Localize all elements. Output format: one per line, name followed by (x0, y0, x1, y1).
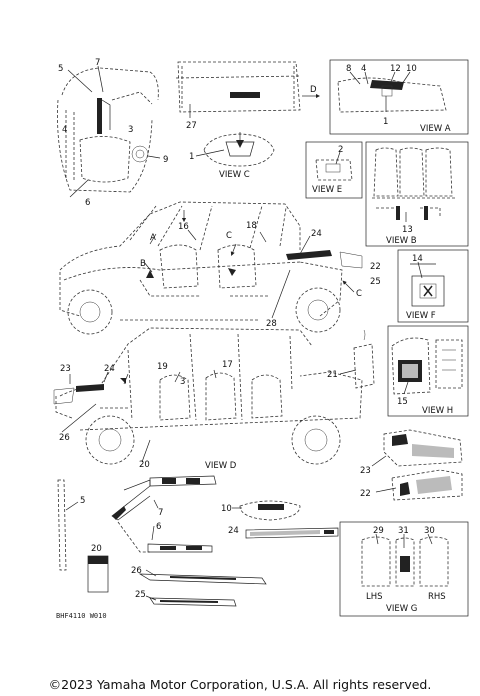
part-label-23-decal: 23 (360, 466, 371, 476)
part-21-panel (339, 329, 375, 389)
part-label-6-decal: 6 (156, 522, 161, 532)
front-view-illustration (57, 65, 161, 198)
decal-20-can (87, 555, 109, 593)
view-h-illustration (391, 337, 463, 395)
arrow-label-d: D (310, 85, 317, 95)
part-label-22: 22 (370, 262, 381, 272)
view-g-illustration (361, 533, 449, 587)
arrow-label-a: A (150, 233, 156, 243)
part-label-31: 31 (398, 526, 409, 536)
vehicle-side-view-lower (53, 327, 363, 465)
part-label-26-decal: 26 (131, 566, 142, 576)
part-label-4b: 4 (361, 64, 366, 74)
drawing-code: BHF4110 W010 (56, 612, 107, 620)
part-label-16: 16 (178, 222, 189, 232)
part-label-28: 28 (266, 319, 277, 329)
part-label-24-d: 24 (104, 364, 115, 374)
rhs-label: RHS (428, 592, 446, 602)
view-a-illustration (337, 71, 447, 113)
vehicle-side-view-upper (59, 201, 363, 335)
view-e-frame (305, 141, 363, 199)
part-label-3-d: 3 (180, 377, 185, 387)
part-label-14: 14 (412, 254, 423, 264)
view-b-title: VIEW B (386, 236, 417, 246)
part-label-9: 9 (163, 155, 168, 165)
part-label-5-decal: 5 (80, 496, 85, 506)
part-label-3: 3 (128, 125, 133, 135)
lhs-label: LHS (366, 592, 383, 602)
part-label-6: 6 (85, 198, 90, 208)
part-label-8: 8 (346, 64, 351, 74)
part-label-30: 30 (424, 526, 435, 536)
part-label-18: 18 (246, 221, 257, 231)
part-label-10: 10 (406, 64, 417, 74)
part-label-25-decal: 25 (135, 590, 146, 600)
view-e-illustration (315, 151, 353, 181)
part-label-24: 24 (311, 229, 322, 239)
view-a-title: VIEW A (420, 124, 451, 134)
part-label-27: 27 (186, 121, 197, 131)
part-label-29: 29 (373, 526, 384, 536)
part-label-1-view-c: 1 (189, 152, 194, 162)
part-label-20: 20 (139, 460, 150, 470)
decal-26-strip (138, 569, 267, 585)
part-label-1: 1 (383, 117, 388, 127)
view-b-frame (365, 141, 469, 247)
part-label-17: 17 (222, 360, 233, 370)
part-label-23: 23 (60, 364, 71, 374)
view-f-title: VIEW F (406, 311, 436, 321)
svg-text:YAMAHA: YAMAHA (231, 91, 257, 99)
part-label-20-decal: 20 (91, 544, 102, 554)
view-h-frame (387, 325, 469, 417)
decal-10-emblem (232, 500, 301, 521)
decal-exploded-diagram: 5 7 4 3 9 6 YAMAHA 27 D 8 4 12 10 1 VIEW… (53, 58, 469, 620)
copyright-notice: ©2023 Yamaha Motor Corporation, U.S.A. A… (48, 677, 432, 692)
view-f-illustration (410, 261, 445, 307)
part-label-7: 7 (95, 58, 100, 68)
view-c-title: VIEW C (219, 170, 250, 180)
view-g-frame (339, 521, 469, 617)
part-label-2: 2 (338, 145, 343, 155)
part-label-24-decal: 24 (228, 526, 239, 536)
view-g-title: VIEW G (386, 604, 417, 614)
part-label-10-decal: 10 (221, 504, 232, 514)
decal-22 (375, 469, 463, 501)
view-f-frame (397, 249, 469, 323)
part-label-7-decal: 7 (158, 508, 163, 518)
tailgate-illustration: YAMAHA (175, 61, 321, 118)
view-a-frame (329, 59, 469, 135)
decal-25-strip (145, 595, 237, 607)
part-label-22-decal: 22 (360, 489, 371, 499)
arrow-label-c-right: C (356, 289, 362, 299)
arrow-label-c: C (226, 231, 232, 241)
view-d-title: VIEW D (205, 461, 237, 471)
decal-23 (371, 429, 463, 467)
part-label-5: 5 (58, 64, 63, 74)
part-label-25: 25 (370, 277, 381, 287)
part-label-15: 15 (397, 397, 408, 407)
part-label-4: 4 (62, 125, 67, 135)
part-label-13: 13 (402, 225, 413, 235)
part-label-21: 21 (327, 370, 338, 380)
decal-5-strip (57, 479, 79, 571)
view-e-title: VIEW E (312, 185, 342, 195)
part-label-26: 26 (59, 433, 70, 443)
view-h-title: VIEW H (422, 406, 453, 416)
decal-7-6-stripes (111, 475, 217, 553)
part-label-19: 19 (157, 362, 168, 372)
view-c-illustration (195, 132, 275, 167)
arrow-label-b: B (140, 259, 146, 269)
decal-24-bar (245, 527, 339, 539)
view-b-illustration (372, 147, 456, 222)
part-label-12: 12 (390, 64, 401, 74)
